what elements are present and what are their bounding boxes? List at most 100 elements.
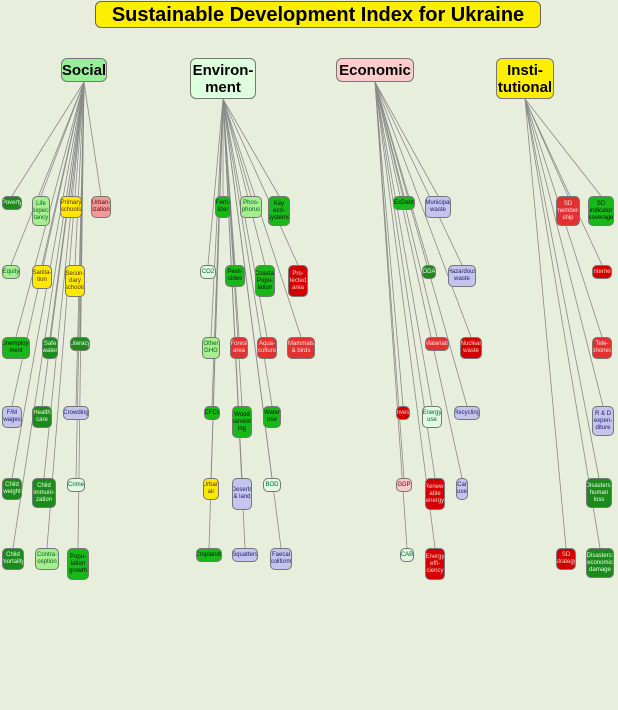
node-poverty[interactable]: Poverty: [2, 196, 22, 210]
node-health-care[interactable]: Health care: [32, 406, 52, 428]
edge-economic-nuclear: [374, 81, 472, 338]
edge-institutional-disdamage: [524, 98, 601, 549]
node-life-expectancy[interactable]: Life expec- tancy: [32, 196, 50, 226]
node-energy-efficiency[interactable]: Energy effi- ciency: [425, 548, 445, 580]
edge-environment-phosphorus: [222, 98, 252, 197]
edge-economic-invest: [374, 81, 404, 407]
node-renewable-energy[interactable]: Renew- able energy: [425, 478, 445, 510]
node-ex-debt[interactable]: ExDebt: [393, 196, 415, 210]
node-telephones[interactable]: Tele- phones: [592, 337, 612, 359]
node-urban-air[interactable]: Urban air: [203, 478, 219, 500]
edge-environment-croplands: [208, 98, 224, 549]
node-croplands[interactable]: Croplands: [196, 548, 222, 562]
edge-economic-hazardous: [374, 81, 463, 266]
node-child-immunization[interactable]: Child immuni- zation: [32, 478, 56, 508]
edge-environment-protected: [222, 98, 299, 266]
edge-social-unemployment: [15, 81, 85, 338]
node-wood-harvesting[interactable]: Wood harvest- ing: [232, 406, 252, 438]
node-internet[interactable]: Internet: [592, 265, 612, 279]
edge-social-secondary: [74, 81, 85, 266]
node-secondary-schools[interactable]: Secon- dary schools: [65, 265, 85, 297]
node-energy-use[interactable]: Energy use: [422, 406, 442, 428]
edge-environment-wood: [222, 98, 243, 407]
node-crowding[interactable]: Crowding: [63, 406, 89, 420]
edge-economic-cab: [374, 81, 408, 549]
edge-social-poverty: [11, 81, 85, 197]
node-gdp[interactable]: GDP: [396, 478, 412, 492]
edge-economic-energyuse: [374, 81, 433, 407]
category-social[interactable]: Social: [61, 58, 107, 82]
node-recycling[interactable]: Recycling: [454, 406, 480, 420]
node-phosphorus[interactable]: Phos- phorus: [240, 196, 262, 218]
node-oda[interactable]: ODA: [422, 265, 436, 279]
node-bod[interactable]: BOD: [263, 478, 281, 492]
node-disasters-human-loss[interactable]: Disasters: human loss: [586, 478, 612, 508]
node-disasters-economic-damage[interactable]: Disasters: economic damage: [586, 548, 614, 578]
category-economic[interactable]: Economic: [336, 58, 414, 82]
node-safe-water[interactable]: Safe water: [42, 337, 58, 359]
node-equity[interactable]: Equity: [2, 265, 20, 279]
node-mammals-birds[interactable]: Mammals & birds: [287, 337, 315, 359]
category-environment[interactable]: Environ- ment: [190, 58, 256, 99]
node-child-mortality[interactable]: Child mortality: [2, 548, 24, 570]
edge-institutional-sdindicator: [524, 98, 602, 197]
node-deserts-land[interactable]: Deserts & land: [232, 478, 252, 510]
edge-institutional-rd: [524, 98, 604, 407]
node-aquaculture[interactable]: Aqua- culture: [257, 337, 277, 359]
node-fertilizer[interactable]: Ferti- lizer: [215, 196, 231, 218]
node-sd-indicator-coverage[interactable]: SD indicator coverage: [588, 196, 614, 226]
node-nuclear-waste[interactable]: Nuclear waste: [460, 337, 482, 359]
edge-social-popgrowth: [77, 81, 85, 549]
node-other-ghg[interactable]: Other GHG: [202, 337, 220, 359]
edge-institutional-sdstrategy: [524, 98, 567, 549]
node-coastal-population[interactable]: Coastal Popu- lation: [255, 265, 275, 297]
edge-economic-municipal: [374, 81, 439, 197]
edge-environment-mammals: [222, 98, 302, 338]
node-primary-schools[interactable]: Primary schools: [60, 196, 82, 218]
node-population-growth[interactable]: Popu- lation growth: [67, 548, 89, 580]
node-urbanization[interactable]: Urban- ization: [91, 196, 111, 218]
node-sanitation[interactable]: Sanita- tion: [32, 265, 52, 289]
edge-social-contraception: [46, 81, 85, 549]
edge-institutional-internet: [524, 98, 603, 266]
node-key-ecosystems[interactable]: Key eco- systems: [268, 196, 290, 226]
node-materials[interactable]: Materials: [425, 337, 449, 351]
edge-environment-aquaculture: [222, 98, 268, 338]
node-car-use[interactable]: Car use: [456, 478, 468, 500]
node-rd-expenditure[interactable]: R & D expen- diture: [592, 406, 614, 436]
edge-environment-otherghg: [210, 98, 224, 338]
edge-social-urbanization: [83, 81, 102, 197]
edge-institutional-disloss: [524, 98, 600, 479]
node-invest[interactable]: Invest: [396, 406, 410, 420]
node-sd-membership[interactable]: SD member- ship: [556, 196, 580, 226]
edge-economic-energyeff: [374, 81, 436, 549]
edge-environment-faecal: [222, 98, 282, 549]
node-forest-area[interactable]: Forest area: [230, 337, 248, 359]
edge-economic-caruse: [374, 81, 463, 479]
node-contraception[interactable]: Contra- ception: [35, 548, 59, 570]
edge-environment-co2: [207, 98, 224, 266]
node-hazardous-waste[interactable]: Hazardous waste: [448, 265, 476, 287]
node-pesticides[interactable]: Pesti- cides: [225, 265, 245, 287]
edge-environment-coastal: [222, 98, 266, 266]
node-municipal-waste[interactable]: Municipal waste: [425, 196, 451, 218]
node-cab[interactable]: CAB: [400, 548, 414, 562]
node-protected-area[interactable]: Pro- tected area: [288, 265, 308, 297]
diagram-title: Sustainable Development Index for Ukrain…: [95, 1, 541, 28]
node-water-use[interactable]: Water use: [263, 406, 281, 428]
node-fm-wages[interactable]: F/M wages: [2, 406, 22, 428]
category-institutional[interactable]: Insti- tutional: [496, 58, 554, 99]
node-unemployment[interactable]: Unemploy- ment: [2, 337, 30, 359]
edge-environment-squatters: [222, 98, 246, 549]
node-faecal-coliform[interactable]: Faecal coliform: [270, 548, 292, 570]
node-sd-strategy[interactable]: SD strategy: [556, 548, 576, 570]
node-crime[interactable]: Crime: [67, 478, 85, 492]
node-squatters[interactable]: Squatters: [232, 548, 258, 562]
node-cfcs[interactable]: CFCs: [204, 406, 220, 420]
edge-environment-keyeco: [222, 98, 280, 197]
node-child-weight[interactable]: Child weight: [2, 478, 22, 500]
node-literacy[interactable]: Literacy: [70, 337, 90, 351]
node-co2[interactable]: CO2: [200, 265, 216, 279]
